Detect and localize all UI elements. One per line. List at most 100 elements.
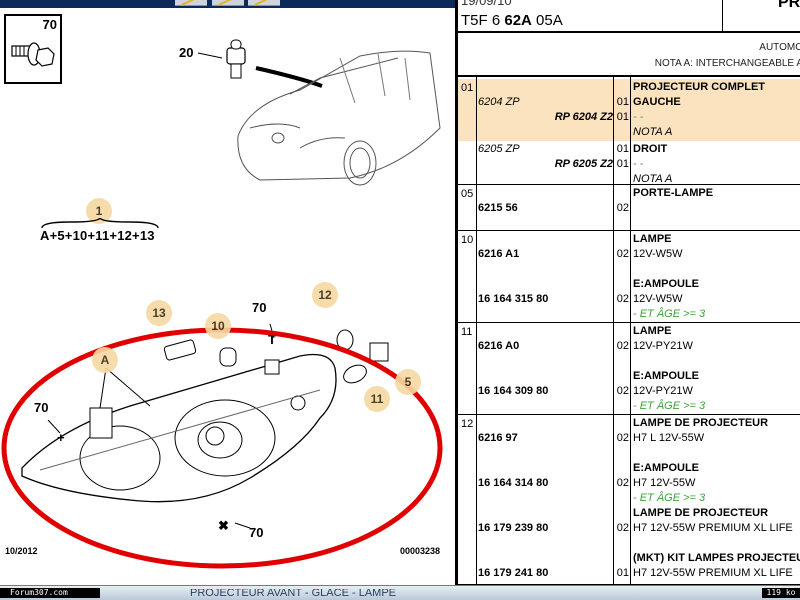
part-quantity: 01	[616, 143, 629, 155]
code-bold: 62A	[504, 12, 532, 29]
item-number: 05	[461, 188, 474, 200]
item-number: 01	[461, 82, 474, 94]
part-group: 05 PORTE-LAMPE 6215 56 02	[458, 185, 800, 231]
callout-70-top: 70	[252, 300, 267, 315]
part-quantity: 01	[616, 96, 629, 108]
note-line-2: NOTA A: INTERCHANGEABLE A	[654, 58, 800, 69]
code-prefix: T5F 6	[461, 12, 505, 29]
part-quantity: 02	[616, 340, 629, 352]
part-description: - ET ÂGE >= 3	[633, 400, 706, 412]
part-quantity: 02	[616, 522, 629, 534]
part-reference[interactable]: 6216 A0	[478, 340, 520, 352]
bubble-A: A	[92, 347, 118, 373]
part-description: 12V-PY21W	[633, 340, 693, 352]
part-description: H7 12V-55W PREMIUM XL LIFE	[633, 567, 793, 579]
part-quantity: 02	[616, 202, 629, 214]
part-description: PORTE-LAMPE	[633, 187, 714, 199]
part-description: NOTA A	[633, 126, 673, 138]
assembly-formula: A+5+10+11+12+13	[40, 228, 155, 243]
svg-text:T: T	[268, 332, 276, 347]
part-reference[interactable]: 16 164 309 80	[478, 385, 549, 397]
part-reference[interactable]: 6204 ZP	[478, 96, 520, 108]
tool-button-1[interactable]	[175, 0, 207, 6]
item-number: 10	[461, 234, 474, 246]
part-description: LAMPE	[633, 233, 672, 245]
item-number: 12	[461, 418, 474, 430]
part-description: - -	[633, 158, 644, 170]
part-description: E:AMPOULE	[633, 278, 699, 290]
part-description: PROJECTEUR COMPLET	[633, 81, 766, 93]
diagram-date: 10/2012	[5, 546, 38, 556]
svg-text:+: +	[57, 430, 65, 445]
part-quantity: 01	[616, 158, 629, 170]
part-description: - -	[633, 111, 644, 123]
panel-notes: AUTOMO NOTA A: INTERCHANGEABLE A	[458, 35, 800, 77]
panel-header: 19/09/10 T5F 6 62A 05A PR	[458, 0, 800, 33]
parts-diagram: 70 20 1 A+5+10+11+12+13	[0, 8, 455, 585]
part-description: LAMPE DE PROJECTEUR	[633, 507, 769, 519]
part-description: LAMPE	[633, 325, 672, 337]
part-reference[interactable]: 16 164 315 80	[478, 293, 549, 305]
callout-70-bottom: 70	[249, 525, 264, 540]
part-reference[interactable]: 6205 ZP	[478, 143, 520, 155]
site-label[interactable]: Forum307.com	[0, 588, 100, 598]
part-description: (MKT) KIT LAMPES PROJECTEUR	[633, 552, 800, 564]
part-description: 12V-W5W	[633, 248, 683, 260]
code-suffix: 05A	[531, 12, 563, 29]
car-illustration	[197, 39, 441, 186]
bubble-13: 13	[146, 300, 172, 326]
part-reference[interactable]: 16 179 239 80	[478, 522, 549, 534]
part-description: DROIT	[633, 143, 668, 155]
col-divider-2	[613, 77, 614, 585]
status-bar: Forum307.com PROJECTEUR AVANT - GLACE - …	[0, 585, 800, 600]
bubble-10: 10	[205, 313, 231, 339]
bubble-12: 12	[312, 282, 338, 308]
part-description: LAMPE DE PROJECTEUR	[633, 417, 769, 429]
parts-list-panel: 19/09/10 T5F 6 62A 05A PR AUTOMO NOTA A:…	[455, 0, 800, 585]
bubble-5: 5	[395, 369, 421, 395]
part-quantity: 02	[616, 293, 629, 305]
part-description: - ET ÂGE >= 3	[633, 308, 706, 320]
col-divider-3	[630, 77, 631, 585]
brace-icon	[41, 218, 159, 229]
part-description: - ET ÂGE >= 3	[633, 492, 706, 504]
part-reference[interactable]: RP 6204 Z2	[554, 111, 613, 123]
tool-button-2[interactable]	[212, 0, 244, 6]
bubble-11: 11	[364, 386, 390, 412]
part-quantity: 02	[616, 477, 629, 489]
bolt-inset: 70	[4, 14, 62, 84]
tool-button-download[interactable]	[248, 0, 280, 6]
page-title: PROJECTEUR AVANT - GLACE - LAMPE	[190, 589, 396, 599]
part-reference[interactable]: RP 6205 Z2	[554, 158, 613, 170]
part-quantity: 02	[616, 248, 629, 260]
part-reference[interactable]: 6216 97	[478, 432, 518, 444]
part-group: 10 LAMPE 6216 A1 02 12V-W5W E:AMPOULE 16 164 3…	[458, 231, 800, 323]
part-quantity: 02	[616, 385, 629, 397]
part-reference[interactable]: 16 179 241 80	[478, 567, 549, 579]
callout-70-left: 70	[34, 400, 49, 415]
bolt-icon	[11, 42, 55, 67]
part-group: 11 LAMPE 6216 A0 02 12V-PY21W E:AMPOULE 16 164…	[458, 323, 800, 415]
callout-20: 20	[179, 45, 194, 60]
part-quantity: 01	[616, 567, 629, 579]
item-number: 11	[461, 326, 473, 338]
top-toolbar	[0, 0, 455, 8]
part-description: 12V-PY21W	[633, 385, 693, 397]
headlamp-illustration: + T ✖	[1, 323, 443, 569]
part-reference[interactable]: 16 164 314 80	[478, 477, 549, 489]
header-title: PR	[778, 0, 800, 11]
part-quantity: 01	[616, 111, 629, 123]
part-description: H7 12V-55W	[633, 477, 696, 489]
part-reference[interactable]: 6216 A1	[478, 248, 520, 260]
part-description: NOTA A	[633, 173, 673, 185]
inset-label: 70	[42, 17, 57, 32]
part-description: H7 12V-55W PREMIUM XL LIFE	[633, 522, 793, 534]
part-description: E:AMPOULE	[633, 370, 699, 382]
part-reference[interactable]: 6215 56	[478, 202, 518, 214]
part-description: H7 L 12V-55W	[633, 432, 705, 444]
part-description: E:AMPOULE	[633, 462, 699, 474]
file-size: 119 ko	[762, 588, 800, 598]
note-line-1: AUTOMO	[759, 42, 800, 53]
